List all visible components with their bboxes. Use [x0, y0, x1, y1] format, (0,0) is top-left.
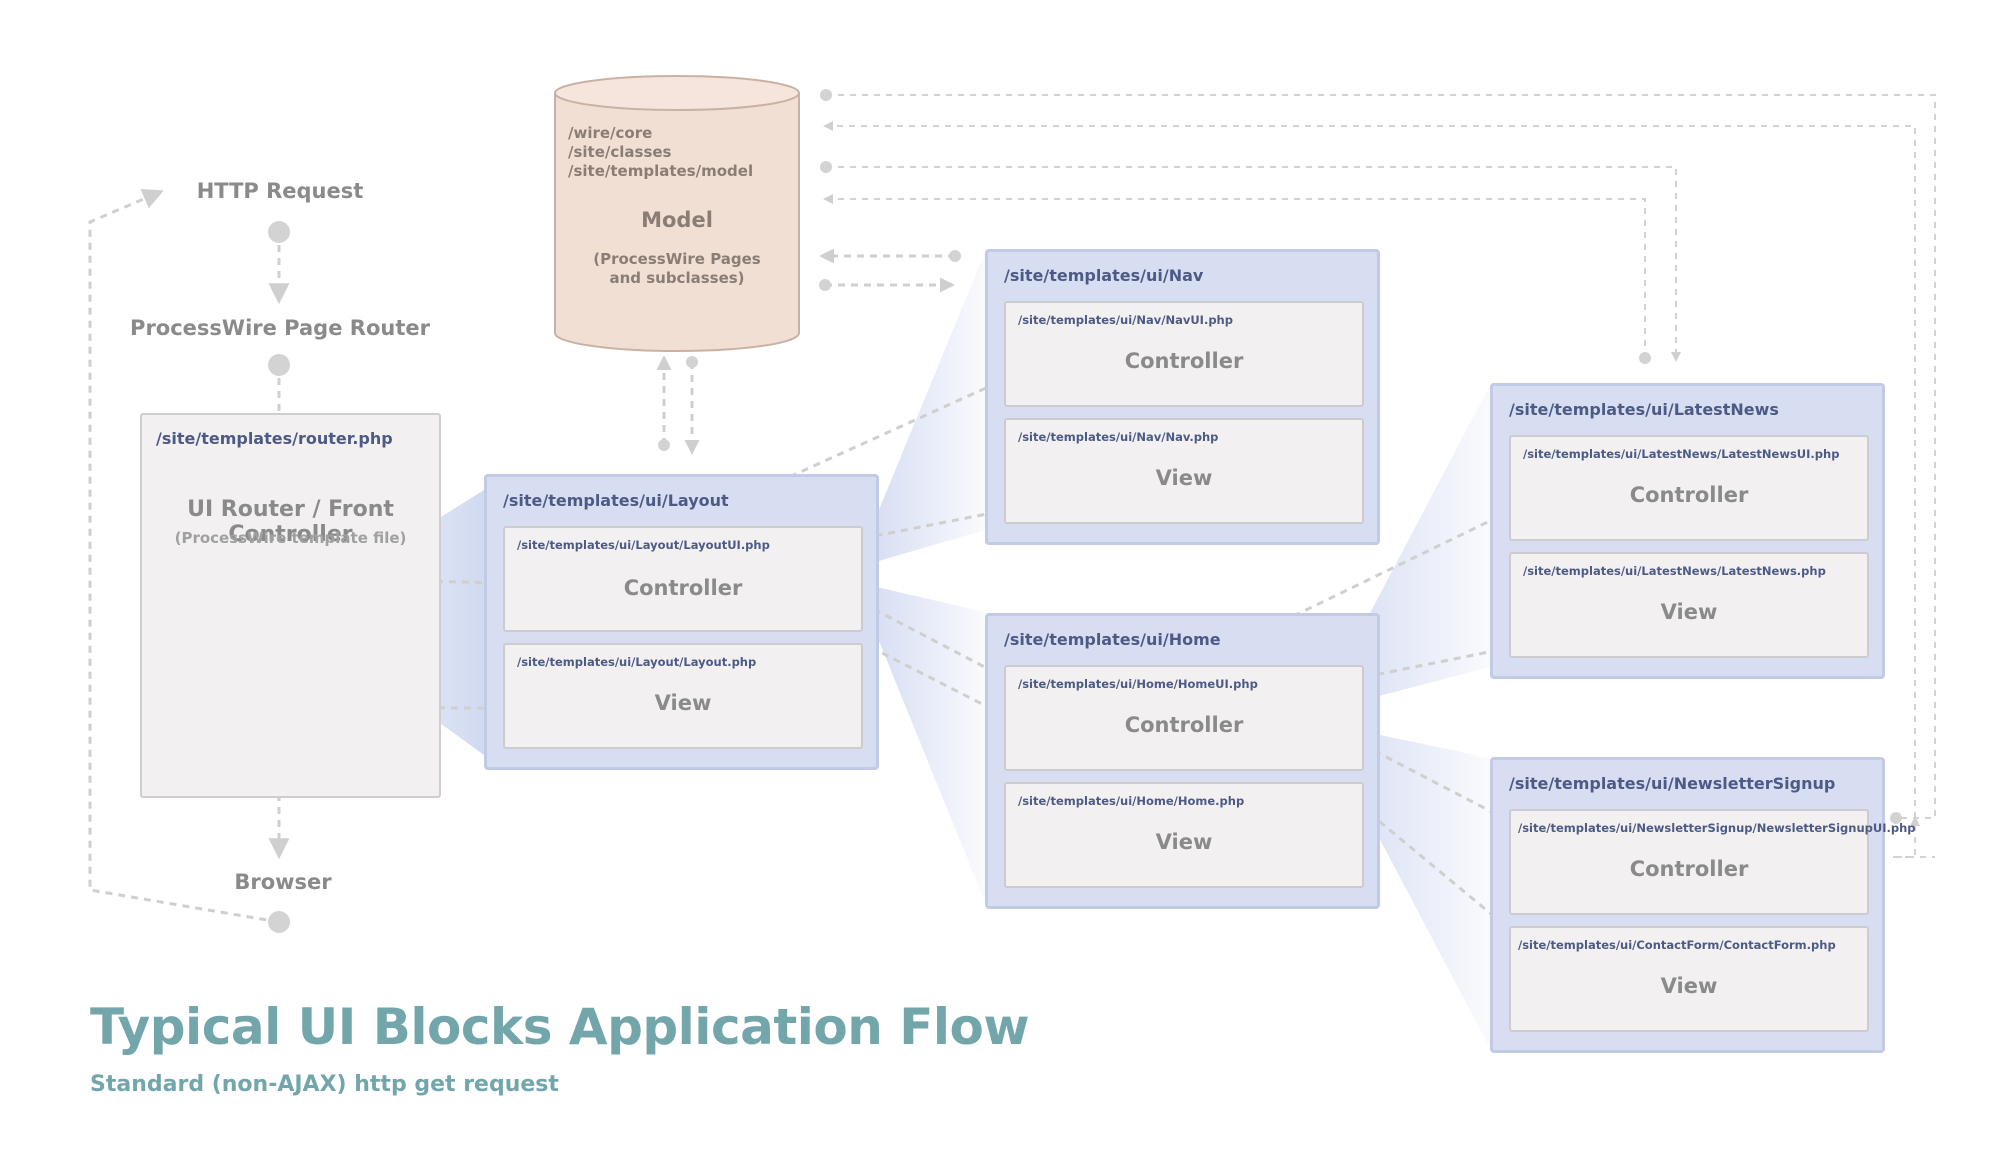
- latestnews-controller-path: /site/templates/ui/LatestNews/LatestNews…: [1523, 447, 1840, 461]
- latestnews-block-path: /site/templates/ui/LatestNews: [1509, 400, 1779, 419]
- router-title: UI Router / Front Controller: [187, 497, 394, 547]
- layout-block: /site/templates/ui/Layout /site/template…: [484, 474, 879, 770]
- model-subtitle-1: (ProcessWire Pages: [593, 250, 761, 268]
- nav-view-label: View: [1155, 466, 1213, 490]
- http-request-label: HTTP Request: [196, 179, 364, 203]
- model-path-2: /site/classes: [568, 143, 672, 161]
- model-path-3: /site/templates/model: [568, 162, 754, 180]
- layout-view: /site/templates/ui/Layout/Layout.php Vie…: [503, 643, 863, 749]
- router-subtitle: (ProcessWire template file): [174, 529, 407, 547]
- layout-view-label: View: [654, 691, 712, 715]
- nav-controller-path: /site/templates/ui/Nav/NavUI.php: [1018, 313, 1233, 327]
- nav-view-path: /site/templates/ui/Nav/Nav.php: [1018, 430, 1219, 444]
- home-controller-path: /site/templates/ui/Home/HomeUI.php: [1018, 677, 1258, 691]
- fan-layout-nav: [855, 252, 985, 568]
- browser-label: Browser: [234, 870, 332, 894]
- model-path-1: /wire/core: [568, 124, 653, 142]
- home-view: /site/templates/ui/Home/Home.php View: [1004, 782, 1364, 888]
- layout-controller-path: /site/templates/ui/Layout/LayoutUI.php: [517, 538, 770, 552]
- newsletter-controller-label: Controller: [1629, 857, 1749, 881]
- latestnews-view-path: /site/templates/ui/LatestNews/LatestNews…: [1523, 564, 1826, 578]
- newsletter-view: /site/templates/ui/ContactForm/ContactFo…: [1509, 926, 1869, 1032]
- nav-controller-label: Controller: [1124, 349, 1244, 373]
- page-router-label: ProcessWire Page Router: [130, 316, 430, 340]
- diagram-subtitle: Standard (non-AJAX) http get request: [90, 1072, 559, 1097]
- latestnews-controller: /site/templates/ui/LatestNews/LatestNews…: [1509, 435, 1869, 541]
- newsletter-view-path: /site/templates/ui/ContactForm/ContactFo…: [1518, 938, 1836, 952]
- layout-controller-label: Controller: [623, 576, 743, 600]
- newsletter-controller: /site/templates/ui/NewsletterSignup/News…: [1509, 809, 1916, 915]
- nav-block-path: /site/templates/ui/Nav: [1004, 266, 1204, 285]
- home-block: /site/templates/ui/Home /site/templates/…: [985, 613, 1380, 909]
- nav-view: /site/templates/ui/Nav/Nav.php View: [1004, 418, 1364, 524]
- router-path: /site/templates/router.php: [156, 429, 393, 448]
- layout-view-path: /site/templates/ui/Layout/Layout.php: [517, 655, 757, 669]
- newsletter-controller-path: /site/templates/ui/NewsletterSignup/News…: [1518, 821, 1916, 835]
- home-view-path: /site/templates/ui/Home/Home.php: [1018, 794, 1245, 808]
- latestnews-block: /site/templates/ui/LatestNews /site/temp…: [1490, 383, 1885, 679]
- layout-controller: /site/templates/ui/Layout/LayoutUI.php C…: [503, 526, 863, 632]
- model-title: Model: [641, 208, 713, 232]
- latestnews-view-label: View: [1660, 600, 1718, 624]
- home-controller-label: Controller: [1124, 713, 1244, 737]
- newsletter-block: /site/templates/ui/NewsletterSignup /sit…: [1490, 757, 1916, 1053]
- nav-block: /site/templates/ui/Nav /site/templates/u…: [985, 249, 1380, 545]
- layout-block-path: /site/templates/ui/Layout: [503, 491, 729, 510]
- router-panel: /site/templates/router.php UI Router / F…: [140, 413, 441, 798]
- nav-controller: /site/templates/ui/Nav/NavUI.php Control…: [1004, 301, 1364, 407]
- model-cylinder: [554, 75, 800, 352]
- newsletter-view-label: View: [1660, 974, 1718, 998]
- home-controller: /site/templates/ui/Home/HomeUI.php Contr…: [1004, 665, 1364, 771]
- home-block-path: /site/templates/ui/Home: [1004, 630, 1221, 649]
- latestnews-view: /site/templates/ui/LatestNews/LatestNews…: [1509, 552, 1869, 658]
- diagram-title: Typical UI Blocks Application Flow: [90, 998, 1030, 1056]
- newsletter-block-path: /site/templates/ui/NewsletterSignup: [1509, 774, 1836, 793]
- model-subtitle-2: and subclasses): [609, 269, 745, 287]
- latestnews-controller-label: Controller: [1629, 483, 1749, 507]
- home-view-label: View: [1155, 830, 1213, 854]
- fan-layout-home: [855, 582, 985, 902]
